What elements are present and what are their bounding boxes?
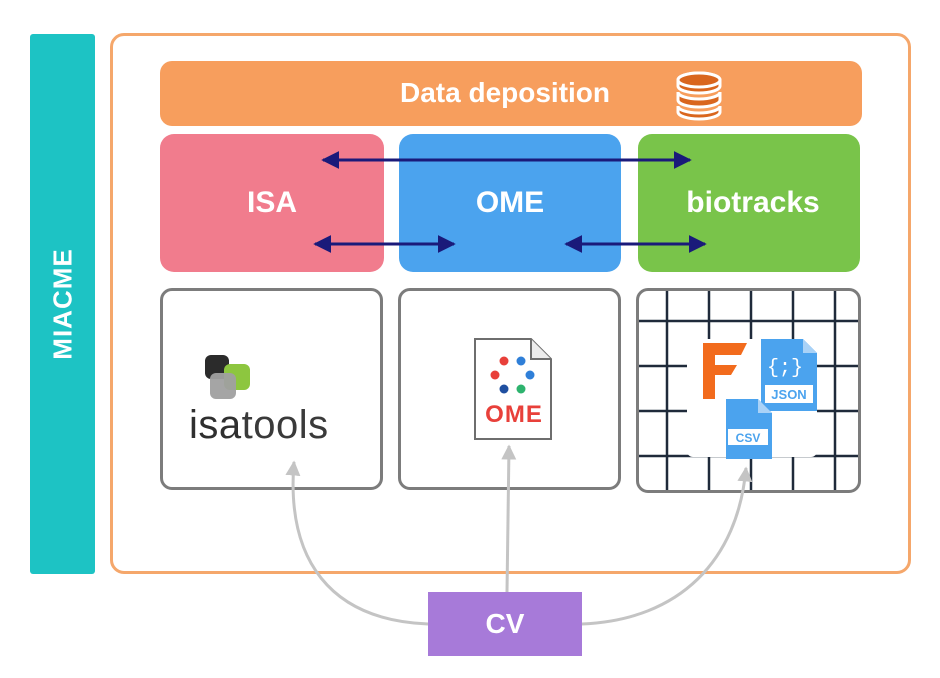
biotracks-formats-box: {;} JSON CSV xyxy=(636,288,861,493)
cv-label: CV xyxy=(485,608,525,639)
svg-text:{;}: {;} xyxy=(767,357,803,380)
isatools-wordmark: isatools xyxy=(189,403,329,447)
cv-box: CV xyxy=(428,592,582,656)
data-deposition-label: Data deposition xyxy=(400,77,611,108)
cv-to-isatools-arrow xyxy=(285,460,429,626)
miacme-bar: MIACME xyxy=(30,34,95,574)
isa-label: ISA xyxy=(246,186,297,219)
svg-text:CSV: CSV xyxy=(736,431,761,445)
database-icon xyxy=(676,71,722,121)
cv-to-ome-arrow xyxy=(501,444,517,593)
cv-to-formats-arrow xyxy=(581,466,753,626)
isatools-logo-icon xyxy=(205,355,250,399)
frictionless-logo-icon xyxy=(703,343,747,399)
biotracks-label: biotracks xyxy=(686,186,820,219)
csv-file-icon: CSV xyxy=(726,399,772,459)
ome-file-label: OME xyxy=(485,401,543,428)
ome-label: OME xyxy=(475,186,545,219)
ome-file-icon xyxy=(474,338,552,440)
data-deposition-bar: Data deposition xyxy=(160,61,862,126)
json-file-icon: {;} JSON xyxy=(761,339,817,411)
svg-text:JSON: JSON xyxy=(771,387,806,402)
isatools-box: isatools xyxy=(160,288,383,490)
outer-frame xyxy=(110,33,911,574)
